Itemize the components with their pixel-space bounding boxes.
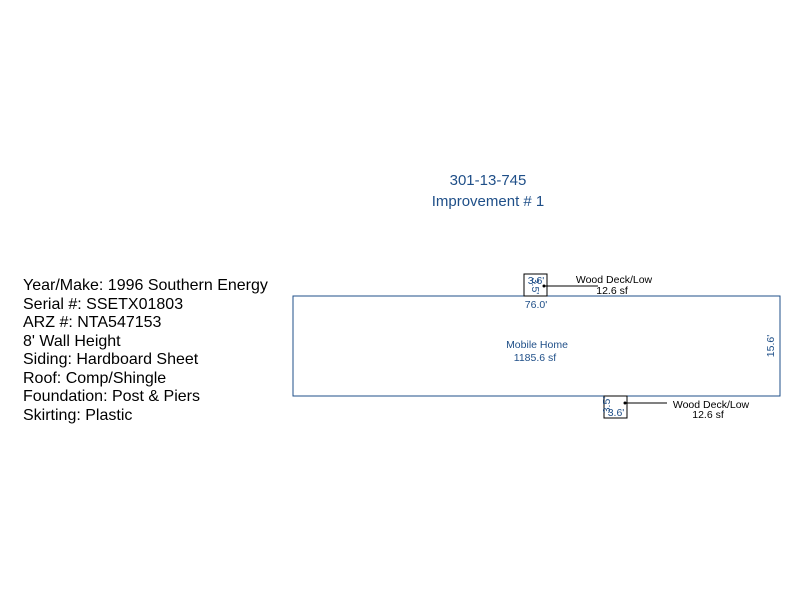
deck-top-name-label: Wood Deck/Low [576, 274, 653, 286]
deck-top-width-label: 3.6' [528, 275, 545, 287]
deck-bottom-area-label: 12.6 sf [692, 409, 724, 421]
improvement-label: Improvement # 1 [431, 193, 545, 210]
deck-top-leader-dot [542, 284, 546, 288]
main-width-label: 76.0' [525, 299, 547, 311]
detail-foundation: Foundation: Post & Piers [23, 388, 200, 405]
detail-siding: Siding: Hardboard Sheet [23, 351, 199, 368]
detail-wall-height: 8' Wall Height [23, 332, 121, 350]
detail-skirting: Skirting: Plastic [23, 406, 133, 424]
main-name-label: Mobile Home [506, 339, 568, 351]
deck-top-outline [523, 273, 548, 297]
deck-bottom-outline [603, 395, 628, 419]
detail-serial: Serial #: SSETX01803 [23, 295, 184, 313]
main-area-label: 1185.6 sf [514, 352, 557, 364]
property-details: Year/Make: 1996 Southern Energy Serial #… [23, 277, 268, 425]
deck-bottom-depth-label: 3.5' [601, 397, 613, 414]
main-depth-label: 15.6' [765, 335, 777, 357]
parcel-id: 301-13-745 [449, 172, 527, 189]
deck-bottom-name-label: Wood Deck/Low [673, 399, 750, 411]
deck-bottom-leader-dot [623, 401, 627, 405]
deck-bottom-width-label: 3.6' [608, 407, 625, 419]
deck-top-area-label: 12.6 sf [596, 285, 628, 297]
detail-year-make: Year/Make: 1996 Southern Energy [23, 277, 268, 294]
detail-arz: ARZ #: NTA547153 [23, 314, 162, 331]
detail-roof: Roof: Comp/Shingle [23, 369, 167, 387]
deck-top-depth-label: 3.5' [529, 278, 541, 295]
